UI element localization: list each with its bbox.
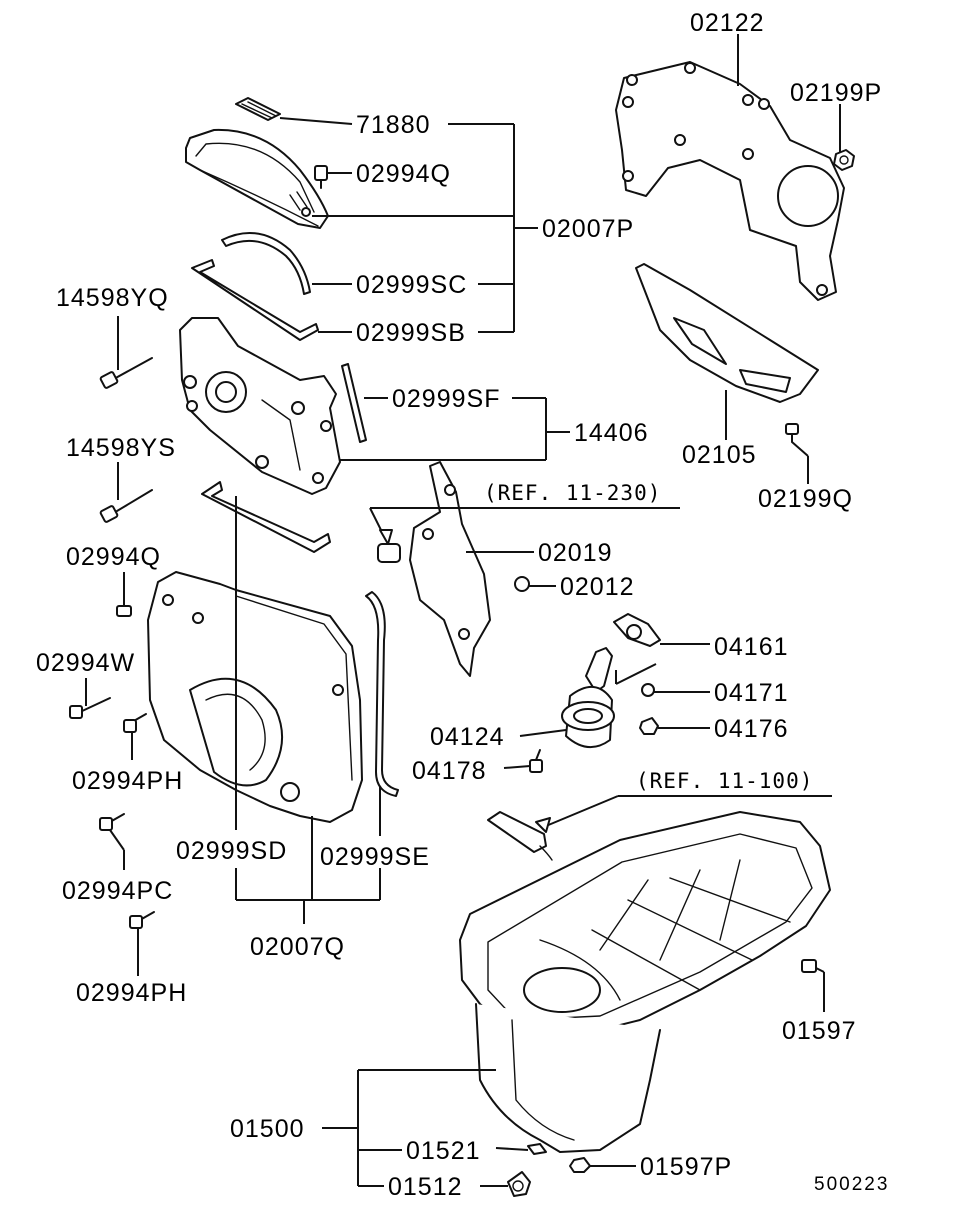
gasket-01521-part: [527, 1143, 547, 1155]
diagram-code: 500223: [814, 1174, 889, 1195]
label-02994pc: 02994PC: [62, 877, 173, 905]
label-02994q-top: 02994Q: [356, 160, 451, 188]
label-02122: 02122: [690, 9, 765, 37]
label-02105: 02105: [682, 441, 757, 469]
label-01597p: 01597P: [640, 1153, 732, 1181]
label-01512: 01512: [388, 1173, 463, 1201]
sealant-tube-part: [487, 811, 553, 861]
seal-02999sf-part: [341, 363, 367, 443]
part-labels: 71880 02994Q 02007P 02999SC 02999SB 1459…: [36, 9, 882, 1201]
label-14598ys: 14598YS: [66, 434, 176, 462]
ref-11-100: (REF. 11-100): [636, 769, 813, 793]
label-02994q-left: 02994Q: [66, 543, 161, 571]
plug-01597-part: [801, 959, 817, 973]
label-04171: 04171: [714, 679, 789, 707]
seal-02999sb-part: [191, 259, 319, 341]
leader-lines: [85, 34, 841, 1187]
oil-strainer-04124-part: [561, 647, 615, 748]
label-02019: 02019: [538, 539, 613, 567]
label-01597: 01597: [782, 1017, 857, 1045]
label-02007p: 02007P: [542, 215, 634, 243]
label-02999se: 02999SE: [320, 843, 430, 871]
bolt-04178-part: [529, 749, 543, 773]
label-02199p: 02199P: [790, 79, 882, 107]
label-14406: 14406: [574, 419, 649, 447]
o-ring-02012-part: [514, 576, 530, 592]
label-02999sf: 02999SF: [392, 385, 500, 413]
ref-11-230: (REF. 11-230): [484, 481, 661, 505]
label-04124: 04124: [430, 723, 505, 751]
plate-02122-part: [615, 61, 845, 301]
bracket-02105-part: [635, 263, 819, 403]
bolt-02994ph-b-part: [129, 911, 155, 929]
bolt-14598ys-part: [99, 489, 153, 523]
bolt-02199q-part: [785, 423, 799, 443]
dowel-pin-part: [377, 543, 401, 563]
gasket-04161-part: [613, 613, 661, 647]
bolt-04171-part: [641, 683, 655, 697]
label-plate-part: [235, 97, 281, 121]
label-02994ph-b: 02994PH: [76, 979, 187, 1007]
label-02012: 02012: [560, 573, 635, 601]
label-02994ph-a: 02994PH: [72, 767, 183, 795]
plug-01597p-part: [569, 1157, 591, 1173]
seal-02999se-part: [365, 591, 399, 797]
bolt-02994q-left-part: [116, 591, 132, 617]
label-14598yq: 14598YQ: [56, 284, 169, 312]
label-71880: 71880: [356, 111, 431, 139]
reference-notes: (REF. 11-230) (REF. 11-100): [484, 481, 813, 793]
bolt-02994pc-part: [99, 813, 125, 831]
label-02994w: 02994W: [36, 649, 135, 677]
label-04178: 04178: [412, 757, 487, 785]
label-01500: 01500: [230, 1115, 305, 1143]
nut-04176-part: [639, 717, 659, 735]
label-04176: 04176: [714, 715, 789, 743]
bolt-02994ph-a-part: [123, 713, 147, 733]
label-01521: 01521: [406, 1137, 481, 1165]
upper-timing-cover-part: [185, 128, 329, 229]
label-04161: 04161: [714, 633, 789, 661]
center-timing-cover-part: [179, 317, 341, 495]
bracket-02019-part: [409, 461, 491, 677]
bolt-02994w-part: [69, 697, 111, 719]
bolt-14598yq-part: [99, 357, 153, 389]
seal-02999sd-part: [201, 481, 331, 553]
label-02999sb: 02999SB: [356, 319, 466, 347]
bolt-02994q-top-part: [314, 165, 328, 189]
oil-pan-01500-part: [459, 811, 831, 1153]
label-02999sc: 02999SC: [356, 271, 467, 299]
drain-plug-01512-part: [507, 1171, 531, 1197]
label-02199q: 02199Q: [758, 485, 853, 513]
nut-02199p-part: [833, 149, 855, 171]
label-02007q: 02007Q: [250, 933, 345, 961]
seal-02999sc-part: [221, 232, 311, 295]
label-02999sd: 02999SD: [176, 837, 287, 865]
